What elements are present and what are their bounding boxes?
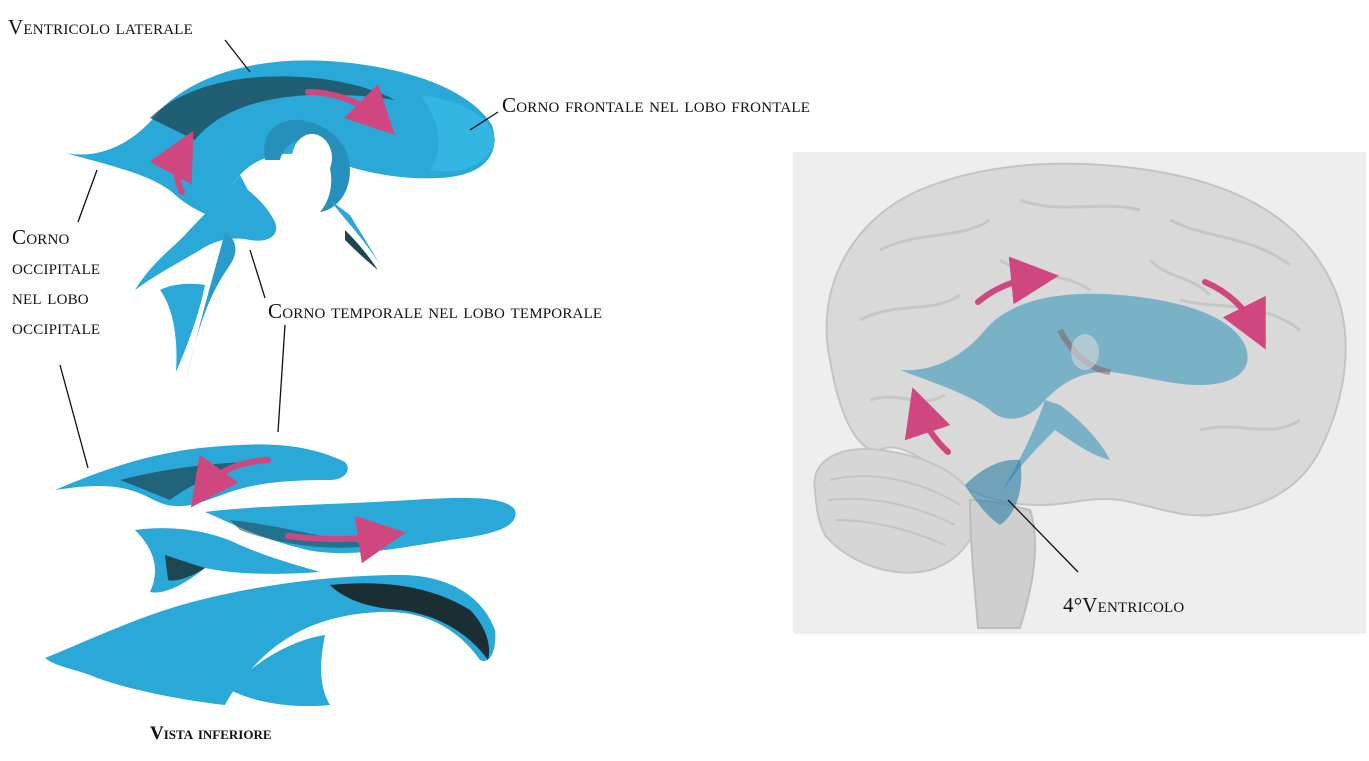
label-fourth-ventricle: 4°Ventricolo bbox=[1063, 590, 1184, 620]
label-temporal-horn: Corno temporale nel lobo temporale bbox=[268, 296, 602, 326]
label-occipital-horn: Corno occipitale nel lobo occipitale bbox=[12, 222, 100, 342]
leader-line-temporal-horn-top bbox=[250, 250, 265, 298]
brain-illustration bbox=[793, 152, 1366, 634]
label-lateral-ventricle: Ventricolo laterale bbox=[8, 12, 193, 42]
leader-line-lateral-ventricle bbox=[225, 40, 250, 72]
label-occipital-horn-line: occipitale bbox=[12, 252, 100, 282]
caption-inferior-view: Vista inferiore bbox=[150, 723, 272, 745]
ventricles-inferior-view bbox=[38, 430, 518, 722]
label-occipital-horn-line: nel lobo bbox=[12, 282, 100, 312]
label-occipital-horn-line: occipitale bbox=[12, 312, 100, 342]
label-frontal-horn: Corno frontale nel lobo frontale bbox=[502, 90, 810, 120]
label-occipital-horn-line: Corno bbox=[12, 222, 100, 252]
leader-line-occipital-horn-top bbox=[78, 170, 97, 222]
flow-arrow bbox=[288, 536, 382, 539]
ventricles-lateral-view bbox=[62, 60, 495, 385]
leader-line-temporal-horn-bottom bbox=[278, 325, 285, 432]
